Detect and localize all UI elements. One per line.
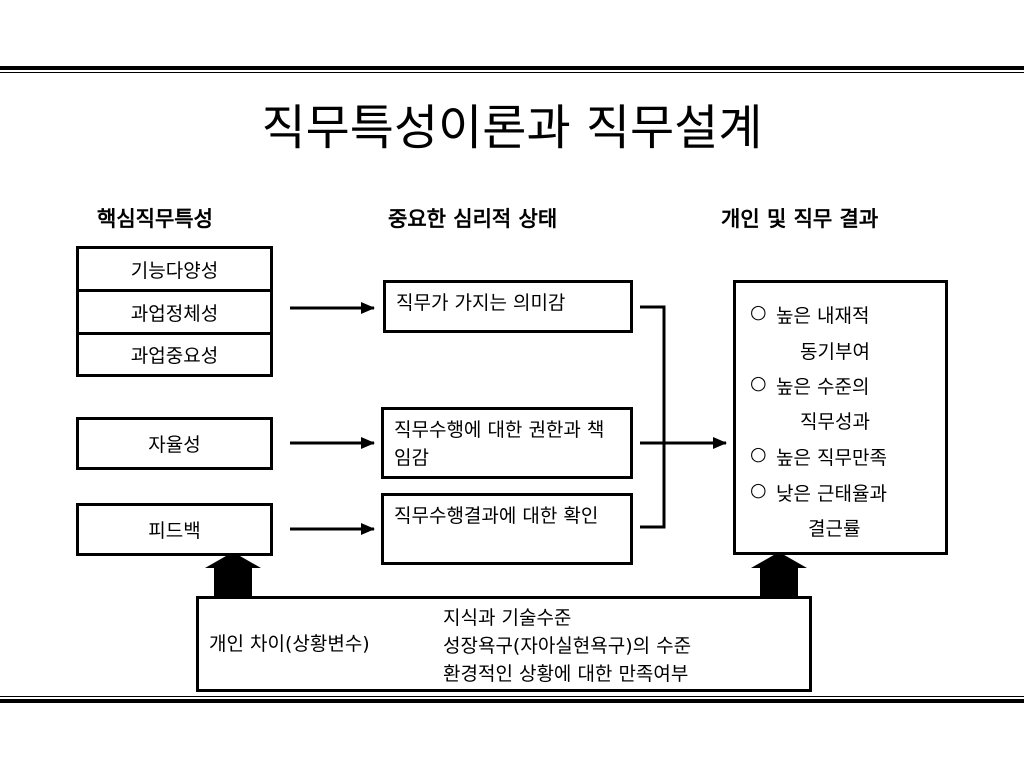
- outcome-4-line2: 결근률: [808, 518, 861, 540]
- psych-knowledge-label: 직무수행결과에 대한 확인: [394, 505, 599, 527]
- core-feedback-label: 피드백: [148, 520, 201, 542]
- psych-meaningfulness-label: 직무가 가지는 의미감: [396, 292, 566, 314]
- outcome-3-bullet: ○: [750, 443, 767, 465]
- bracket-psych-states: [640, 305, 666, 529]
- individual-differences-label: 개인 차이(상황변수): [209, 633, 370, 655]
- core-feedback: 피드백: [76, 503, 273, 556]
- outcomes-box: ○ 높은 내재적 동기부여 ○ 높은 수준의 직무성과 ○ 높은 직무만족 ○ …: [733, 280, 948, 555]
- header-outcomes: 개인 및 직무 결과: [721, 207, 879, 231]
- core-autonomy-label: 자율성: [148, 434, 201, 456]
- individual-difference-3: 환경적인 상황에 대한 만족여부: [443, 663, 689, 685]
- individual-differences-box: 개인 차이(상황변수) 지식과 기술수준 성장욕구(자아실현욕구)의 수준 환경…: [196, 596, 812, 692]
- psych-meaningfulness: 직무가 가지는 의미감: [383, 280, 633, 333]
- outcome-2-line1: 높은 수준의: [776, 376, 870, 398]
- outcome-1-line2: 동기부여: [800, 341, 870, 363]
- core-autonomy: 자율성: [76, 417, 273, 470]
- up-arrow-right: [751, 552, 807, 598]
- core-task-significance: 과업중요성: [76, 332, 273, 377]
- outcome-4-line1: 낮은 근태율과: [776, 483, 887, 505]
- core-task-identity: 과업정체성: [76, 289, 273, 335]
- psych-knowledge-of-results: 직무수행결과에 대한 확인: [381, 493, 633, 565]
- outcome-4-bullet: ○: [750, 479, 767, 501]
- top-rule-thick: [0, 66, 1024, 70]
- page-title: 직무특성이론과 직무설계: [261, 100, 763, 156]
- core-skill-variety-label: 기능다양성: [130, 259, 219, 282]
- core-task-identity-label: 과업정체성: [130, 302, 219, 325]
- psych-responsibility: 직무수행에 대한 권한과 책임감: [381, 407, 633, 479]
- psych-responsibility-label: 직무수행에 대한 권한과 책임감: [394, 419, 605, 469]
- outcome-3-line1: 높은 직무만족: [776, 447, 887, 469]
- individual-difference-2: 성장욕구(자아실현욕구)의 수준: [443, 635, 692, 657]
- individual-difference-1: 지식과 기술수준: [443, 607, 572, 629]
- core-skill-variety: 기능다양성: [76, 246, 273, 292]
- outcome-1-line1: 높은 내재적: [776, 305, 870, 327]
- bottom-rule-thin: [0, 696, 1024, 697]
- top-rule-thin: [0, 72, 1024, 73]
- outcome-2-bullet: ○: [750, 372, 767, 394]
- header-psych: 중요한 심리적 상태: [388, 207, 558, 231]
- bottom-rule-thick: [0, 699, 1024, 703]
- outcome-2-line2: 직무성과: [800, 411, 870, 433]
- core-task-significance-label: 과업중요성: [130, 345, 219, 367]
- up-arrow-left: [205, 552, 261, 598]
- outcome-1-bullet: ○: [750, 301, 767, 323]
- header-core: 핵심직무특성: [97, 207, 213, 231]
